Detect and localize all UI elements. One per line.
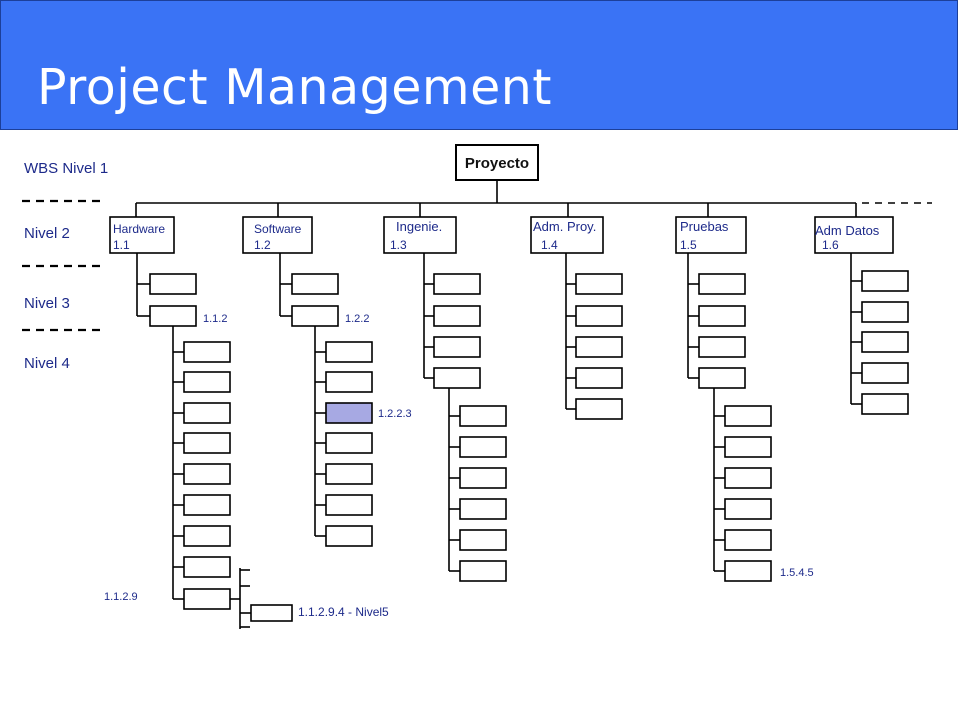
wbs-level4-box [459,436,507,458]
wbs-level2-box [530,216,604,254]
wbs-level3-box [698,336,746,358]
wbs-level4-box-highlighted [325,402,373,424]
wbs-level4-box [459,498,507,520]
wbs-level4-box [183,371,231,393]
wbs-level2-box [675,216,747,254]
wbs-branch-name: Adm. Proy. [533,219,596,234]
wbs-level4-box [325,463,373,485]
level-label-1: WBS Nivel 1 [24,160,109,177]
wbs-node-label: 1.1.2 [203,313,227,325]
wbs-branch-code: 1.2 [254,238,271,252]
wbs-branch-name: Adm Datos [815,223,880,238]
wbs-node-label: 1.1.2.9 [104,591,138,603]
wbs-level3-box [149,305,197,327]
wbs-branch-code: 1.6 [822,238,839,252]
wbs-level3-box [861,270,909,292]
wbs-level4-box [325,525,373,547]
wbs-branch-name: Ingenie. [396,219,442,234]
wbs-level2-box [383,216,457,254]
wbs-level4-box [183,556,231,578]
wbs-level3-box [433,367,481,389]
page-title: Project Management [37,59,553,116]
wbs-node-label: 1.2.2 [345,313,369,325]
wbs-level4-box [183,525,231,547]
wbs-level4-box [325,341,373,363]
wbs-level3-box [861,362,909,384]
wbs-level2-box [814,216,894,254]
wbs-level3-box [861,331,909,353]
title-banner: Project Management [0,0,958,130]
wbs-level5-box [250,604,293,622]
wbs-branch-code: 1.3 [390,238,407,252]
level-label-4: Nivel 4 [24,355,70,372]
wbs-level3-box [433,273,481,295]
wbs-level3-box [575,367,623,389]
wbs-level3-box [698,273,746,295]
wbs-level4-box [183,432,231,454]
wbs-level4-box [724,498,772,520]
wbs-level3-box [291,305,339,327]
wbs-level4-box [459,560,507,582]
wbs-level4-box [325,432,373,454]
wbs-node-label: 1.5.4.5 [780,567,814,579]
level-label-2: Nivel 2 [24,225,70,242]
wbs-level3-box [149,273,197,295]
wbs-level2-box [242,216,313,254]
wbs-branch-code: 1.4 [541,238,558,252]
wbs-node-label: 1.1.2.9.4 - Nivel5 [298,605,389,619]
wbs-root-box [455,144,539,181]
wbs-level4-box [724,529,772,551]
wbs-node-label: 1.2.2.3 [378,408,412,420]
wbs-level4-box [724,405,772,427]
wbs-level3-box [698,367,746,389]
wbs-level3-box [861,301,909,323]
wbs-level4-box [183,463,231,485]
wbs-level3-box [575,336,623,358]
wbs-level3-box [575,305,623,327]
wbs-level4-box [183,494,231,516]
wbs-level4-box [325,371,373,393]
wbs-level3-box [698,305,746,327]
wbs-branch-code: 1.5 [680,238,697,252]
wbs-level2-box [109,216,175,254]
wbs-level4-box [183,341,231,363]
wbs-branch-code: 1.1 [113,238,130,252]
wbs-level4-box [325,494,373,516]
wbs-level4-box [459,529,507,551]
wbs-level4-box [183,402,231,424]
wbs-branch-name: Pruebas [680,219,729,234]
wbs-level4-box [724,436,772,458]
wbs-level4-box [459,467,507,489]
wbs-level3-box [433,305,481,327]
wbs-level3-box [575,398,623,420]
wbs-level3-box [433,336,481,358]
wbs-level4-box [724,467,772,489]
wbs-level3-box [291,273,339,295]
wbs-branch-name: Software [254,222,302,236]
wbs-branch-name: Hardware [113,222,165,236]
wbs-level4-box [459,405,507,427]
wbs-level3-box [575,273,623,295]
level-label-3: Nivel 3 [24,295,70,312]
wbs-level4-box [183,588,231,610]
wbs-level4-box [724,560,772,582]
wbs-level3-box [861,393,909,415]
wbs-root-label: Proyecto [465,155,529,172]
